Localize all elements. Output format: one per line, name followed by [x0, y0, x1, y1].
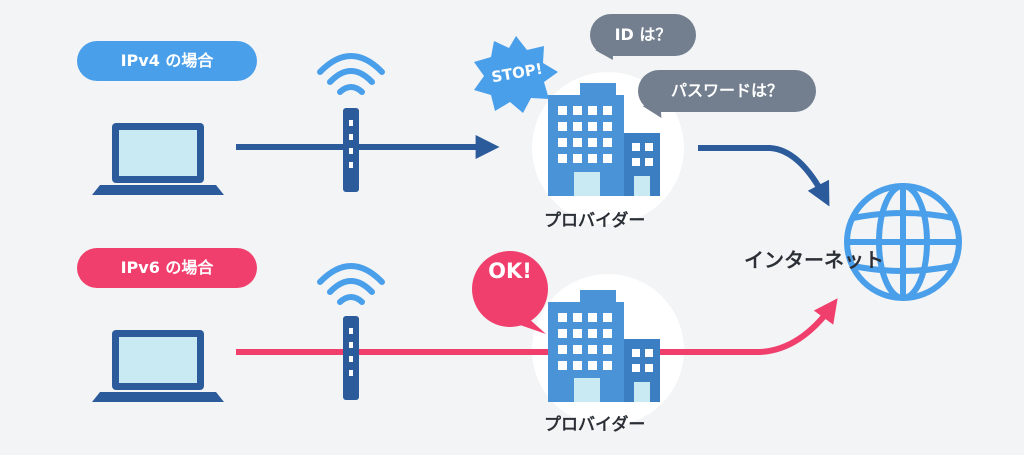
office-building-icon	[548, 290, 660, 402]
internet-label: インターネット	[744, 248, 884, 272]
id-question-bubble: ID は？	[590, 14, 696, 56]
globe-icon	[844, 183, 962, 301]
office-building-icon	[548, 83, 660, 196]
ok-text: OK!	[488, 259, 532, 283]
ipv4-label: IPv4 の場合	[77, 41, 257, 81]
password-question-bubble: パスワードは？	[638, 70, 816, 112]
stop-badge	[474, 36, 558, 113]
laptop-icon	[92, 123, 224, 195]
laptop-icon	[92, 330, 224, 402]
wifi-router-icon	[317, 53, 385, 192]
ipv4-line-to-internet	[698, 145, 830, 207]
ipv6-line-to-internet	[236, 298, 838, 355]
wifi-router-icon	[317, 263, 385, 400]
provider-label-bottom: プロバイダー	[544, 415, 646, 435]
provider-label-top: プロバイダー	[544, 211, 646, 231]
ipv6-label: IPv6 の場合	[77, 248, 257, 288]
ok-badge	[472, 251, 548, 334]
